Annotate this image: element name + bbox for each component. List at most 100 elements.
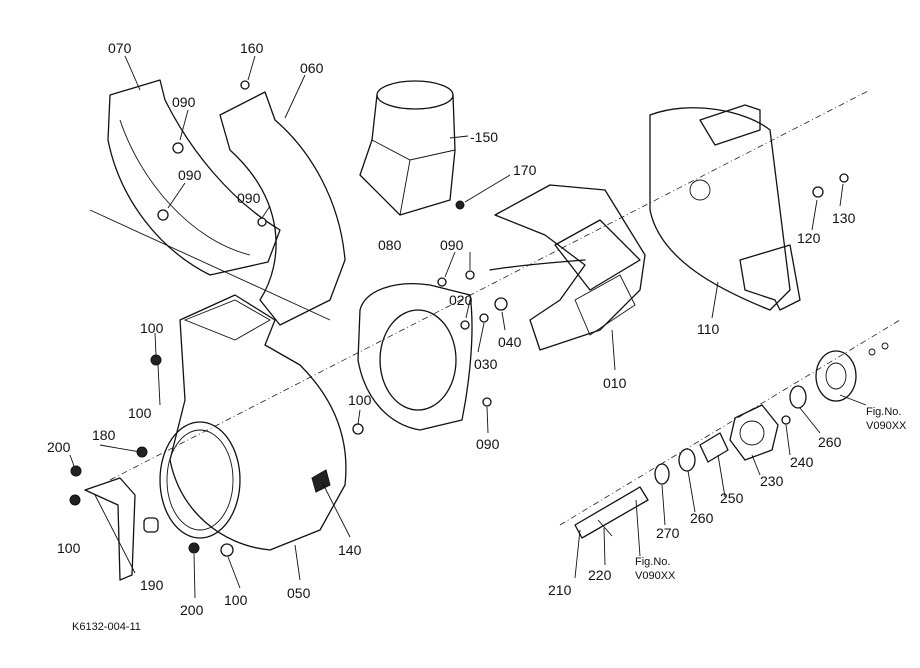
drawing-code: K6132-004-11: [72, 621, 141, 633]
part-230-bore: [739, 420, 765, 446]
part-180-bracket: [84, 477, 136, 581]
part-170-nut: [455, 200, 465, 210]
label-090: 090: [237, 190, 261, 206]
part-200-nut: [188, 542, 200, 554]
part-010-face: [554, 219, 641, 291]
part-270-bearing: [654, 463, 670, 485]
part-050-casing: [169, 294, 347, 551]
label-040: 040: [498, 334, 522, 350]
fig-ref-label: Fig.No.: [635, 556, 670, 568]
label-010: 010: [603, 375, 627, 391]
pulley-hub: [825, 362, 847, 390]
label-090: 090: [440, 237, 464, 253]
label-210: 210: [548, 582, 572, 598]
part-090-bolt: [157, 209, 169, 221]
label-100: 100: [140, 320, 164, 336]
part-200-nut: [70, 465, 82, 477]
pulley-washer: [881, 342, 889, 350]
part-130-bolt: [839, 173, 849, 183]
part-110-foot: [739, 244, 801, 311]
cover-leader-line: [89, 209, 331, 321]
part-260-bearing: [678, 448, 696, 472]
part-090-bolt: [482, 397, 492, 407]
part-110-hole: [689, 179, 711, 201]
part-260-bearing: [789, 385, 807, 409]
part-140-clip: [311, 469, 331, 493]
part-090-bolt: [437, 277, 447, 287]
label-080: 080: [378, 237, 402, 253]
label-050: 050: [287, 585, 311, 601]
part-050-outlet: [183, 299, 271, 341]
pulley-nut: [868, 348, 876, 356]
label-180: 180: [92, 427, 116, 443]
part-spacer: [143, 517, 159, 533]
fig-ref-label: Fig.No.: [866, 406, 901, 418]
label-060: 060: [300, 60, 324, 76]
part-090-bolt: [172, 142, 184, 154]
part-070-edge: [119, 119, 251, 256]
label-270: 270: [656, 525, 680, 541]
fig-ref-code: V090XX: [866, 420, 907, 432]
leader-lines: [69, 55, 867, 599]
part-010-arm: [489, 259, 586, 271]
label-120: 120: [797, 230, 821, 246]
label-100: 100: [224, 592, 248, 608]
label-200: 200: [180, 602, 204, 618]
label-100: 100: [128, 405, 152, 421]
label-160: 160: [240, 40, 264, 56]
part-070-cover: [107, 79, 281, 276]
part-020-bolt: [460, 320, 470, 330]
label-020: 020: [449, 292, 473, 308]
part-220-key: [597, 519, 613, 537]
label-100: 100: [348, 392, 372, 408]
label-200: 200: [47, 439, 71, 455]
label-130: 130: [832, 210, 856, 226]
part-090-bolt: [465, 270, 475, 280]
label-070: 070: [108, 40, 132, 56]
part-190-rod: [94, 494, 136, 574]
label-030: 030: [474, 356, 498, 372]
part-100-nut: [136, 446, 148, 458]
pulley: [815, 350, 857, 402]
part-100-nut: [220, 543, 234, 557]
label-170: 170: [513, 162, 537, 178]
part-050-inlet-inner: [166, 429, 234, 531]
part-010-vane: [574, 274, 636, 336]
part-120-washer: [812, 186, 824, 198]
label-090: 090: [178, 167, 202, 183]
label-150: -150: [470, 129, 498, 145]
label-230: 230: [760, 473, 784, 489]
part-100-nut: [150, 354, 162, 366]
label-240: 240: [790, 454, 814, 470]
part-100-nut: [69, 494, 81, 506]
part-010-housing: [494, 184, 646, 351]
part-250-sleeve: [699, 432, 729, 463]
label-190: 190: [140, 577, 164, 593]
main-axis-line: [109, 89, 871, 481]
part-030-washer: [479, 313, 489, 323]
label-260: 260: [690, 510, 714, 526]
part-100-nut: [352, 423, 364, 435]
part-150-facets: [371, 139, 456, 216]
part-150-inlet: [376, 80, 454, 110]
label-090: 090: [172, 94, 196, 110]
label-090: 090: [476, 436, 500, 452]
part-240-grease-nipple: [781, 415, 791, 425]
part-050-inlet-ring: [159, 421, 241, 539]
label-110: 110: [697, 321, 720, 337]
part-090-bolt: [257, 217, 267, 227]
part-060-scroll: [219, 91, 346, 326]
part-150-chute: [359, 94, 456, 216]
shaft-axis-line: [559, 319, 901, 526]
label-250: 250: [720, 490, 744, 506]
part-040-washer: [494, 297, 508, 311]
label-140: 140: [338, 542, 362, 558]
label-260: 260: [818, 434, 842, 450]
fig-ref-code: V090XX: [635, 570, 676, 582]
part-110-plate: [649, 107, 791, 311]
part-230-housing: [729, 404, 779, 461]
part-080-opening: [379, 309, 457, 411]
label-220: 220: [588, 567, 612, 583]
